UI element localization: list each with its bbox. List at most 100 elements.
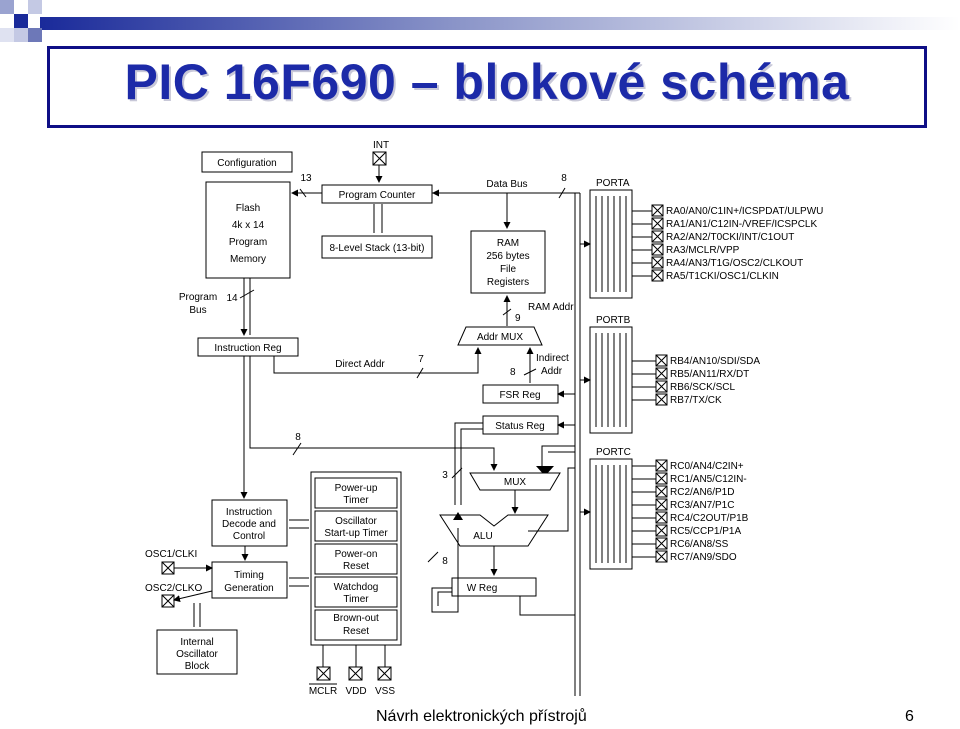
porta-pin-1: RA1/AN1/C12IN-/VREF/ICSPCLK (666, 219, 817, 230)
alu-block (439, 514, 549, 547)
internal-oscillator-label-1: Oscillator (176, 649, 218, 660)
portc-pin-2: RC2/AN6/P1D (670, 487, 734, 498)
vdd-label: VDD (345, 686, 366, 697)
stack-label: 8-Level Stack (13-bit) (329, 243, 424, 254)
ram-block (470, 230, 546, 294)
timer-1-line-0: Oscillator (335, 516, 377, 527)
timer-2-line-0: Power-on (335, 549, 378, 560)
data-bus-width: 8 (561, 173, 567, 184)
flash-block (205, 181, 291, 279)
ram-label-0: RAM (497, 238, 519, 249)
porta-pin-0: RA0/AN0/C1IN+/ICSPDAT/ULPWU (666, 206, 823, 217)
pc-width-label: 13 (300, 173, 312, 184)
flash-label-2: Program (229, 237, 267, 248)
portc-pins (632, 459, 668, 563)
addr-mux-block (457, 326, 543, 346)
timing-generation-label-0: Timing (234, 570, 264, 581)
portc-pin-0: RC0/AN4/C2IN+ (670, 461, 744, 472)
flash-label-3: Memory (230, 254, 266, 265)
stack-block (321, 235, 433, 259)
mux-block (469, 472, 561, 491)
power-on-reset-block (314, 543, 398, 575)
watchdog-timer-block (314, 576, 398, 608)
portb-pins (632, 354, 668, 406)
program-bus-label-0: Program (179, 292, 217, 303)
portb-pin-1: RB5/AN11/RX/DT (670, 369, 749, 380)
internal-oscillator-label-2: Block (185, 661, 210, 672)
ram-label-2: File (500, 264, 517, 275)
footer-text: Návrh elektronických přístrojů (376, 708, 587, 725)
portc-pin-6: RC6/AN8/SS (670, 539, 729, 550)
w-reg-block (451, 577, 537, 597)
timer-2-line-1: Reset (343, 561, 369, 572)
osc1-label: OSC1/CLKI (145, 549, 197, 560)
porta-pins (632, 204, 664, 282)
instruction-reg-block (197, 337, 299, 357)
configuration-block (201, 151, 293, 173)
indirect-addr-label-1: Addr (541, 366, 563, 377)
timer-0-line-0: Power-up (335, 483, 378, 494)
instruction-decode-block (211, 499, 288, 547)
literal-width: 8 (295, 432, 301, 443)
porta-block (589, 189, 633, 299)
page-number: 6 (905, 708, 914, 725)
slide-title: PIC 16F690 – blokové schéma (124, 54, 850, 110)
data-bus-label: Data Bus (486, 179, 527, 190)
instruction-decode-label-0: Instruction (226, 507, 272, 518)
w-reg-label: W Reg (467, 583, 498, 594)
brown-out-reset-block (314, 609, 398, 641)
portc-pin-1: RC1/AN5/C12IN- (670, 474, 747, 485)
portc-pin-4: RC4/C2OUT/P1B (670, 513, 749, 524)
porta-pin-3: RA3/MCLR/VPP (666, 245, 740, 256)
status-reg-label: Status Reg (495, 421, 544, 432)
timing-generation-block (211, 561, 288, 599)
program-counter-label: Program Counter (339, 190, 416, 201)
indirect-addr-label-0: Indirect (536, 353, 569, 364)
flash-label-0: Flash (236, 203, 260, 214)
status-width: 3 (442, 470, 448, 481)
timer-3-line-1: Timer (343, 594, 369, 605)
mux-label: MUX (504, 477, 527, 488)
configuration-label: Configuration (217, 158, 276, 169)
block-diagram: Configuration Flash 4k x 14 Program Memo… (145, 140, 823, 697)
direct-addr-label: Direct Addr (335, 359, 385, 370)
int-label: INT (373, 140, 389, 151)
ram-label-3: Registers (487, 277, 529, 288)
instruction-reg-label: Instruction Reg (214, 343, 281, 354)
timer-3-line-0: Watchdog (334, 582, 379, 593)
direct-addr-width: 7 (418, 354, 424, 365)
power-up-timer-block (314, 477, 398, 509)
ram-addr-width: 9 (515, 313, 521, 324)
portc-pin-5: RC5/CCP1/P1A (670, 526, 741, 537)
internal-oscillator-label-0: Internal (180, 637, 213, 648)
vss-label: VSS (375, 686, 395, 697)
porta-pin-2: RA2/AN2/T0CKI/INT/C1OUT (666, 232, 794, 243)
timing-generation-label-1: Generation (224, 583, 273, 594)
porta-pin-5: RA5/T1CKI/OSC1/CLKIN (666, 271, 779, 282)
portb-label: PORTB (596, 315, 631, 326)
portb-pin-2: RB6/SCK/SCL (670, 382, 735, 393)
instruction-decode-label-2: Control (233, 531, 265, 542)
w-width: 8 (442, 556, 448, 567)
timer-4-line-0: Brown-out (333, 613, 379, 624)
porta-label: PORTA (596, 178, 630, 189)
portc-pin-3: RC3/AN7/P1C (670, 500, 734, 511)
timer-1-line-1: Start-up Timer (324, 528, 388, 539)
flash-label-1: 4k x 14 (232, 220, 265, 231)
ram-label-1: 256 bytes (486, 251, 529, 262)
portc-label: PORTC (596, 447, 631, 458)
mclr-label: MCLR (309, 686, 337, 697)
title-box: PIC 16F690 – blokové schéma (47, 46, 927, 128)
program-bus-label-1: Bus (189, 305, 206, 316)
fsr-reg-label: FSR Reg (499, 390, 540, 401)
internal-oscillator-block (156, 629, 238, 675)
osc2-label: OSC2/CLKO (145, 583, 202, 594)
portc-pin-7: RC7/AN9/SDO (670, 552, 737, 563)
oscillator-startup-timer-block (314, 510, 398, 542)
timer-4-line-1: Reset (343, 626, 369, 637)
indirect-addr-width: 8 (510, 367, 516, 378)
portb-pin-3: RB7/TX/CK (670, 395, 722, 406)
addr-mux-label: Addr MUX (477, 332, 523, 343)
porta-pin-4: RA4/AN3/T1G/OSC2/CLKOUT (666, 258, 803, 269)
header-decoration (0, 0, 960, 42)
